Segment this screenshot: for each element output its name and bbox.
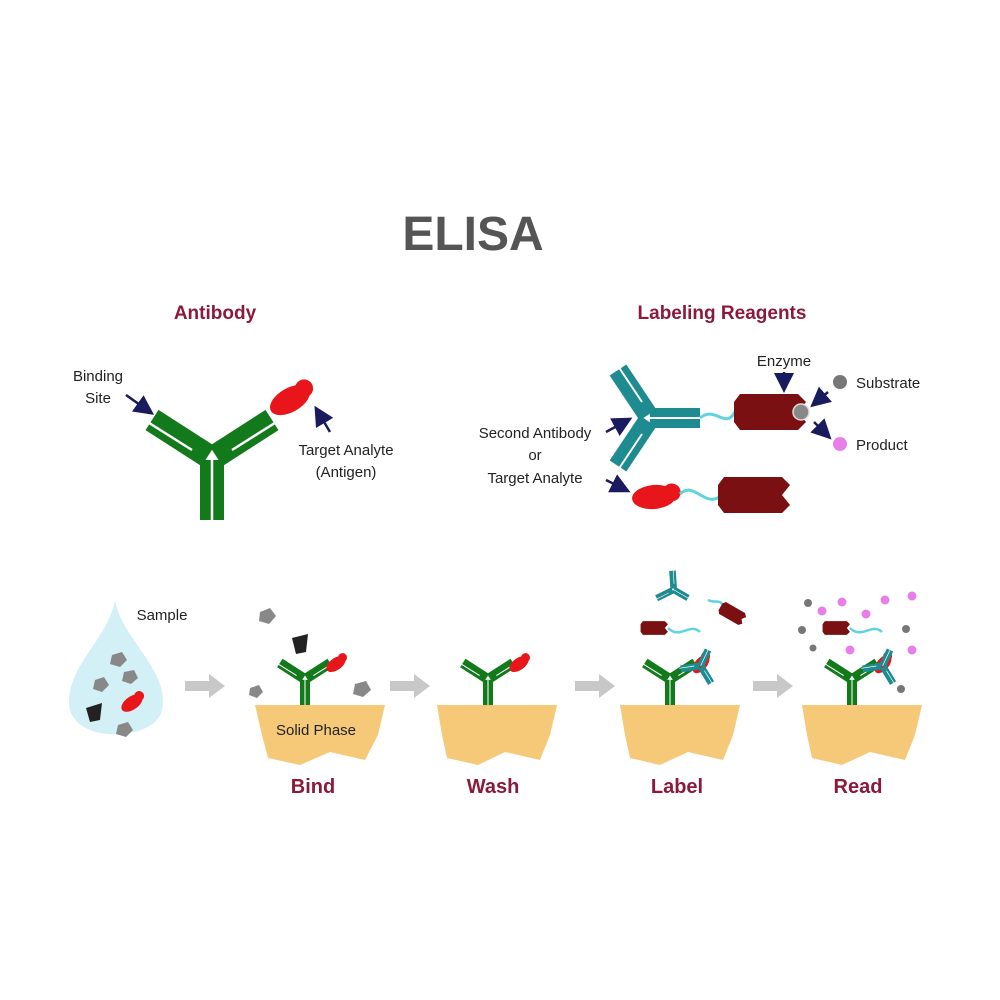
antigen-icon <box>264 376 320 422</box>
free-second-antibody-icon <box>656 570 697 613</box>
linker-icon-5 <box>849 627 883 634</box>
substrate-dot-icon <box>833 375 847 389</box>
wash-antibody-icon <box>460 663 515 705</box>
labeled-antigen-icon <box>631 482 682 511</box>
particle-icon <box>110 652 127 667</box>
linker-icon <box>699 411 737 421</box>
product-dot-icon <box>833 437 847 451</box>
particle-icon <box>292 634 308 654</box>
target-analyte-label: Target Analyte <box>298 442 393 459</box>
product-arrow-icon <box>810 418 832 440</box>
bound-antibody-icon <box>277 663 332 705</box>
second-antibody-arrow-icon <box>605 417 633 436</box>
step-label-label: Label <box>651 776 703 798</box>
substrate-label: Substrate <box>856 375 920 392</box>
product-dots <box>817 591 917 655</box>
binding-site-label-2: Site <box>85 390 111 407</box>
solid-phase-read <box>802 705 922 765</box>
solid-phase-label-text: Solid Phase <box>276 722 356 739</box>
read-enzyme-icon <box>822 621 850 635</box>
second-antibody-label: Second Antibody <box>479 425 592 442</box>
binding-site-label: Binding <box>73 368 123 385</box>
solid-phase-label <box>620 705 740 765</box>
substrate-arrow-icon <box>810 386 832 408</box>
substrate-dots <box>798 599 910 693</box>
or-label: or <box>528 447 541 464</box>
sample-label: Sample <box>137 607 188 624</box>
binding-site-arrow-icon <box>125 393 155 415</box>
substrate-bound-icon <box>792 403 810 421</box>
antigen-label: (Antigen) <box>316 464 377 481</box>
step-arrow-icon <box>575 674 615 698</box>
particle-icon <box>86 703 102 722</box>
label-enzyme-icon <box>640 621 668 635</box>
particle-icon <box>353 681 371 697</box>
target-analyte-arrow-icon <box>605 474 631 493</box>
step-arrow-icon <box>185 674 225 698</box>
step-arrow-icon <box>390 674 430 698</box>
linker-icon-3 <box>667 627 701 634</box>
antibody-heading: Antibody <box>174 303 257 324</box>
linker-icon-2 <box>678 488 723 501</box>
second-antibody-icon <box>618 366 700 470</box>
particle-icon <box>122 670 138 684</box>
step-arrow-icon <box>753 674 793 698</box>
solid-phase-bind <box>255 705 385 765</box>
particle-icon <box>249 685 263 698</box>
enzyme-icon-2 <box>718 477 790 513</box>
target-analyte-label-2: Target Analyte <box>487 470 582 487</box>
step-label-wash: Wash <box>467 776 520 798</box>
product-label: Product <box>856 437 909 454</box>
step-label-read: Read <box>834 776 883 798</box>
particle-icon <box>259 608 276 624</box>
solid-phase-wash <box>437 705 557 765</box>
antigen-arrow-icon <box>314 405 334 433</box>
labeling-heading: Labeling Reagents <box>638 303 807 324</box>
title: ELISA <box>402 208 543 261</box>
particle-icon <box>116 722 133 737</box>
antibody-icon <box>146 420 278 520</box>
step-label-bind: Bind <box>291 776 335 798</box>
particle-icon <box>93 677 109 692</box>
enzyme-label: Enzyme <box>757 353 811 370</box>
